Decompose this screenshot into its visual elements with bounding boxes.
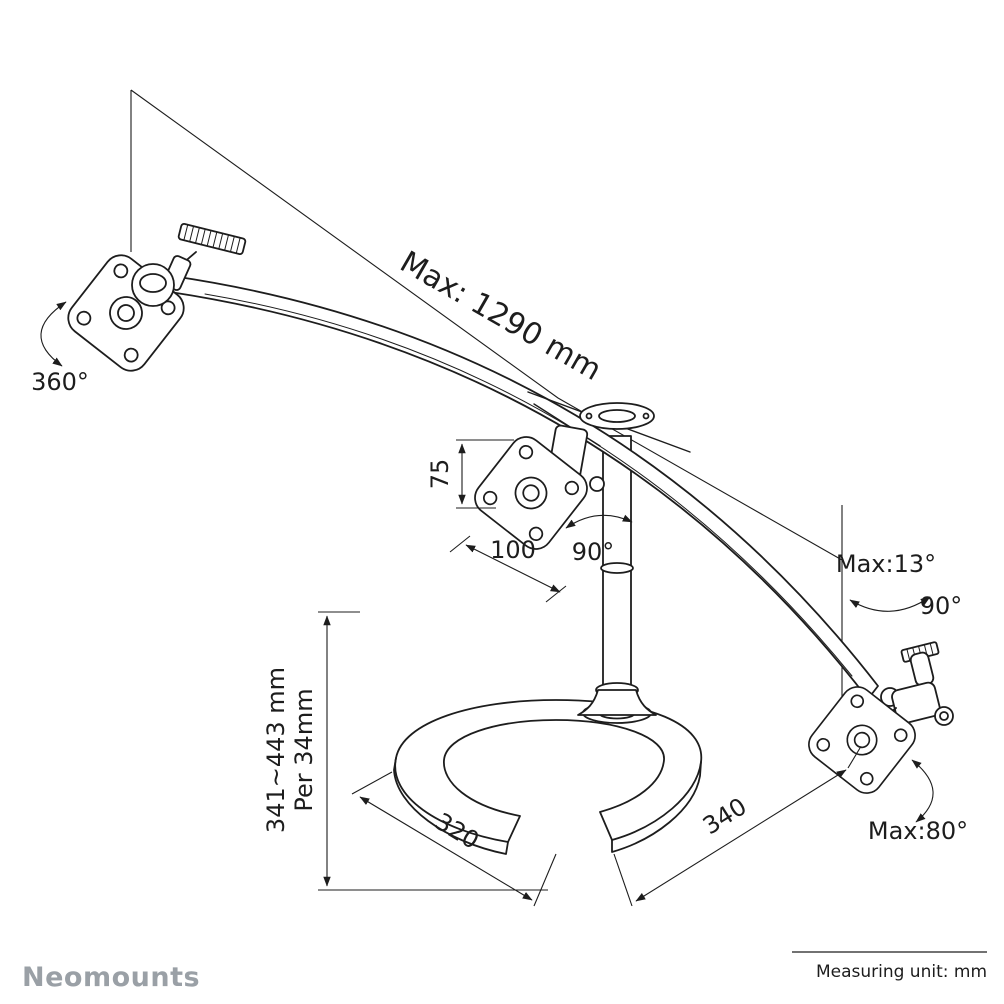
center-mount-assembly <box>467 391 691 557</box>
label-left-rotation: 360° <box>31 368 89 396</box>
dimension-base-depth <box>351 771 557 907</box>
label-height-step: Per 34mm <box>290 688 318 811</box>
label-base-width: 340 <box>698 792 752 840</box>
label-right-rotation: 90° <box>920 592 963 620</box>
rotation-arrow-center <box>565 514 633 529</box>
label-right-max-swivel: Max:80° <box>868 817 968 845</box>
label-max-extension: Max: 1290 mm <box>394 245 607 388</box>
label-vesa-horizontal: 100 <box>490 536 536 564</box>
left-monitor-mount <box>60 222 247 379</box>
left-rail <box>177 222 247 256</box>
dimension-base-width <box>613 747 861 907</box>
rotation-arrow-right-swivel <box>911 759 934 823</box>
rotation-arrow-left <box>40 301 67 367</box>
label-vesa-vertical: 75 <box>426 459 454 490</box>
construction-lines <box>130 89 843 700</box>
rotation-arrow-right-tilt <box>849 596 931 612</box>
right-monitor-mount <box>801 641 954 801</box>
label-right-max-tilt: Max:13° <box>836 550 936 578</box>
dimension-100 <box>449 535 567 603</box>
measuring-unit-label: Measuring unit: mm <box>816 962 987 982</box>
dimension-75 <box>456 439 514 509</box>
label-height-range: 341~443 mm <box>262 667 290 833</box>
brand-logo: Neomounts <box>22 962 200 993</box>
pole <box>577 435 657 716</box>
label-center-tilt: 90° <box>572 538 615 566</box>
